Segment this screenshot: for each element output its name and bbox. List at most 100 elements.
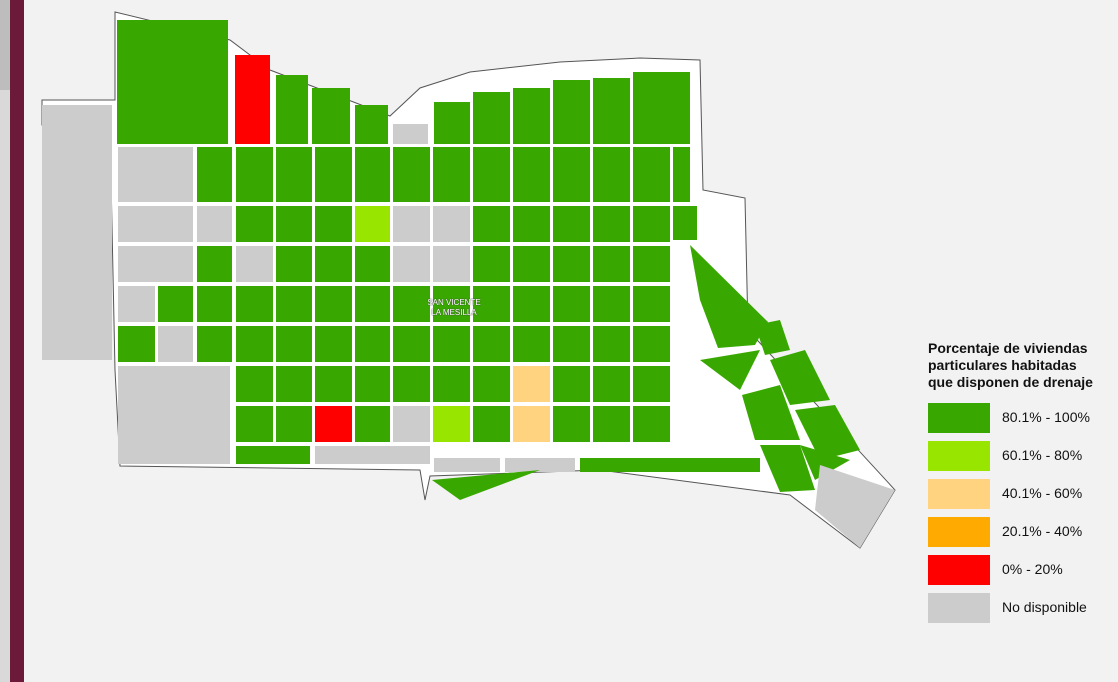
city-block [633, 286, 670, 322]
city-block [355, 406, 390, 442]
legend-label: 0% - 20% [1002, 561, 1063, 577]
city-block [355, 326, 390, 362]
city-block [633, 246, 670, 282]
city-block [355, 206, 390, 242]
city-block [315, 246, 352, 282]
city-block [236, 286, 273, 322]
city-block [393, 206, 430, 242]
legend-label: No disponible [1002, 599, 1087, 615]
city-block [433, 366, 470, 402]
city-block [513, 326, 550, 362]
left-panel-edge-top [0, 0, 10, 90]
city-block [473, 92, 510, 144]
city-block [158, 286, 193, 322]
legend-item: 40.1% - 60% [928, 479, 1118, 517]
city-block [553, 246, 590, 282]
city-block [315, 206, 352, 242]
city-block [473, 326, 510, 362]
city-block [197, 246, 232, 282]
city-block [513, 286, 550, 322]
city-block [473, 246, 510, 282]
city-block [393, 366, 430, 402]
city-block [276, 75, 308, 144]
city-block [433, 147, 470, 202]
legend-item: 0% - 20% [928, 555, 1118, 593]
city-block [433, 326, 470, 362]
city-block [434, 458, 500, 472]
city-block [355, 147, 390, 202]
city-block [393, 286, 430, 322]
legend-item: 20.1% - 40% [928, 517, 1118, 555]
city-block [315, 446, 430, 464]
city-block [505, 458, 575, 472]
city-block [236, 326, 273, 362]
legend-item: No disponible [928, 593, 1118, 631]
city-block [315, 406, 352, 442]
city-block [393, 147, 430, 202]
city-block [553, 406, 590, 442]
legend-swatch [928, 555, 990, 585]
city-block [633, 206, 670, 242]
city-block [513, 366, 550, 402]
legend-swatch [928, 479, 990, 509]
city-block [315, 286, 352, 322]
city-block [473, 286, 510, 322]
town-label: SAN VICENTE LA MESILLA [404, 298, 504, 318]
legend-label: 60.1% - 80% [1002, 447, 1083, 463]
city-block [276, 246, 312, 282]
city-block [690, 245, 768, 348]
city-block [197, 326, 232, 362]
city-block [473, 366, 510, 402]
city-block [315, 366, 352, 402]
city-block [593, 366, 630, 402]
city-block [197, 286, 232, 322]
city-block [312, 88, 350, 144]
city-block [118, 366, 230, 464]
city-block [633, 72, 690, 144]
city-block [473, 147, 510, 202]
city-block [633, 147, 670, 202]
city-block [593, 206, 630, 242]
city-block [553, 286, 590, 322]
city-block [593, 246, 630, 282]
city-block [770, 350, 830, 405]
city-block [473, 406, 510, 442]
city-block [553, 326, 590, 362]
city-block [633, 326, 670, 362]
left-panel-edge [0, 0, 10, 682]
city-block [473, 206, 510, 242]
city-block [118, 206, 193, 242]
city-block [355, 246, 390, 282]
city-block [393, 326, 430, 362]
city-block [276, 326, 312, 362]
city-block [355, 286, 390, 322]
city-block [755, 320, 790, 355]
city-block [433, 406, 470, 442]
city-block [553, 80, 590, 144]
city-block [117, 20, 228, 144]
city-block [118, 246, 193, 282]
city-block [315, 147, 352, 202]
city-block [355, 105, 388, 144]
city-block [553, 206, 590, 242]
city-block [355, 366, 390, 402]
city-block [235, 55, 270, 144]
city-block [118, 286, 155, 322]
city-block [673, 206, 697, 240]
legend-label: 20.1% - 40% [1002, 523, 1083, 539]
city-block [593, 406, 630, 442]
city-block [118, 147, 193, 202]
city-block [633, 406, 670, 442]
city-block [236, 406, 273, 442]
city-block [236, 147, 273, 202]
city-block [593, 78, 630, 144]
city-block [800, 445, 850, 480]
legend-label: 80.1% - 100% [1002, 409, 1090, 425]
legend-item: 80.1% - 100% [928, 403, 1118, 441]
city-block [432, 470, 540, 500]
city-block [580, 458, 760, 472]
legend-title: Porcentaje de viviendas particulares hab… [928, 340, 1093, 390]
city-block [760, 445, 815, 492]
city-block [673, 147, 690, 202]
